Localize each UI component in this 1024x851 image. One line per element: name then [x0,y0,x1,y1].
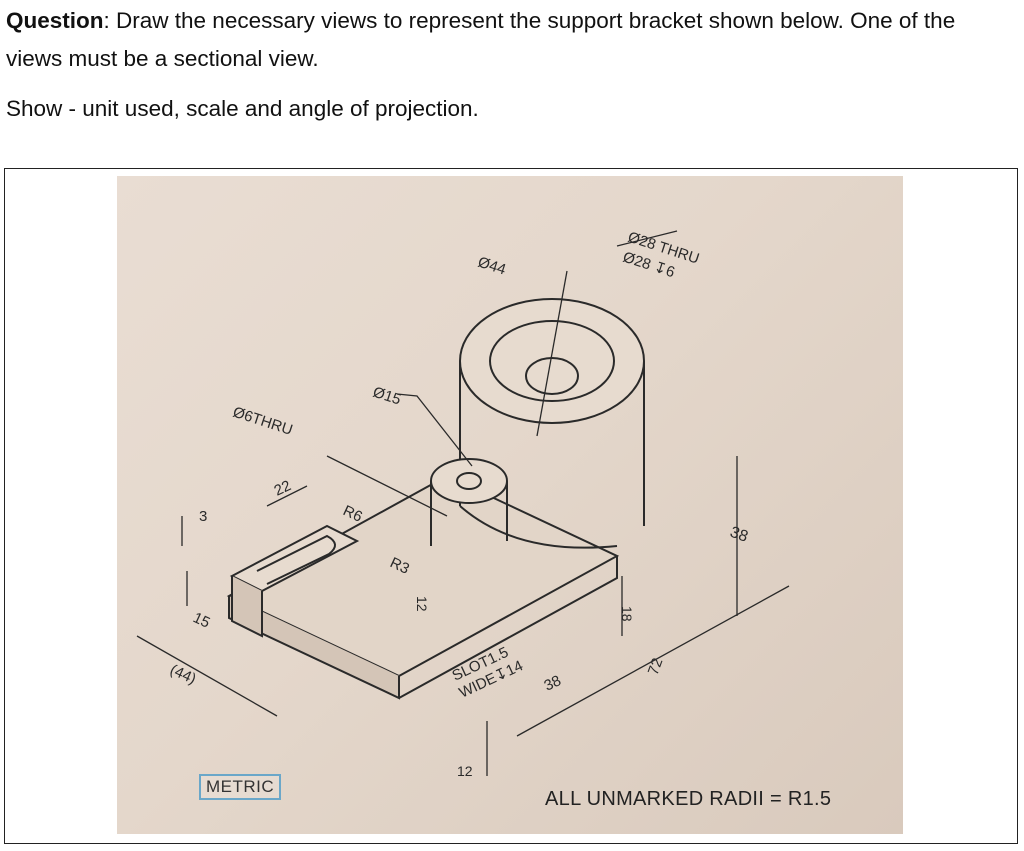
dim-d15: Ø15 [371,384,403,409]
instruction-text: Show - unit used, scale and angle of pro… [6,96,479,121]
dim-d15b: 15 [190,609,212,631]
dim-d44b: (44) [167,661,198,688]
bracket-drawing-photo: Ø44 Ø28 THRU Ø28 ↧6 Ø15 Ø6THRU 22 3 15 (… [117,176,903,834]
dim-d38a: 38 [542,672,564,694]
dim-r3: R3 [387,554,412,578]
question-text: Question: Draw the necessary views to re… [6,2,1006,78]
dim-d72: 72 [645,656,667,677]
question-body: : Draw the necessary views to represent … [6,8,956,71]
dim-d12: 12 [414,596,430,612]
dim-d6: Ø6THRU [231,404,295,439]
dim-d44: Ø44 [476,254,508,279]
question-label: Question [6,8,104,33]
dim-d38b: 38 [728,524,751,546]
dim-d12b: 12 [457,763,473,779]
metric-units-box: METRIC [199,774,282,800]
dim-d3: 3 [199,508,207,525]
dim-r6: R6 [340,502,365,526]
isometric-drawing: Ø44 Ø28 THRU Ø28 ↧6 Ø15 Ø6THRU 22 3 15 (… [136,229,790,779]
dim-d18: 18 [619,606,635,622]
radii-note: ALL UNMARKED RADII = R1.5 [545,788,832,810]
dim-d22: 22 [272,477,294,499]
